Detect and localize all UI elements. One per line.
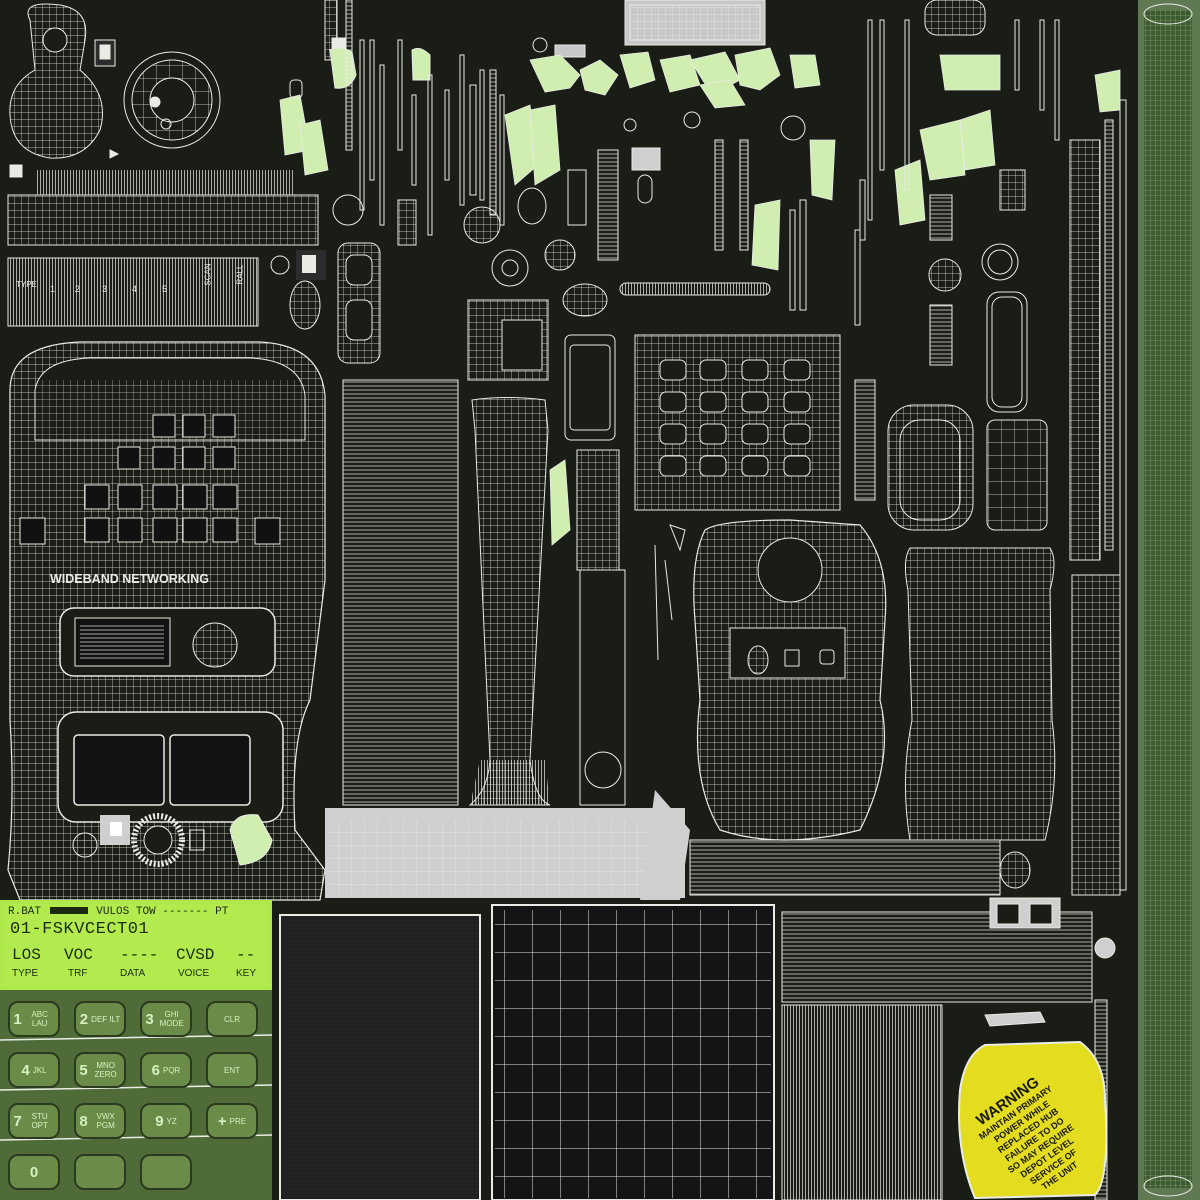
keypad-key-main: 8 <box>79 1112 88 1130</box>
lcd-text: R.BAT VULOS TOW ------- PT 01-FSKVCECT01… <box>8 906 266 986</box>
lcd-row-2: 01-FSKVCECT01 <box>10 920 150 939</box>
lcd-key: KEY <box>236 968 257 979</box>
wideband-networking-label: WIDEBAND NETWORKING <box>50 572 209 586</box>
keypad-key: 8 VWX PGM <box>74 1103 126 1139</box>
lcd-tow: TOW <box>135 906 156 918</box>
keypad-key-main: 2 <box>79 1010 89 1028</box>
keypad-key-sub: MNO ZERO <box>94 1061 117 1079</box>
antenna-strip-panels <box>7 170 326 330</box>
keypad-key: 1 ABC LAU <box>8 1001 60 1037</box>
strip-label: 5 <box>162 284 168 294</box>
lcd-display <box>0 900 272 990</box>
strip-label: SCAN <box>203 263 213 286</box>
lcd-dash2: -- <box>236 946 256 964</box>
keypad-key-main: 4 <box>21 1061 30 1079</box>
keypad-key-main: 6 <box>151 1061 160 1079</box>
green-uv-islands-top <box>279 47 1121 691</box>
antenna-knob-parts <box>9 3 221 178</box>
keypad-key-main: 0 <box>29 1163 39 1181</box>
keypad-key-sub: ABC LAU <box>31 1010 48 1028</box>
warning-text-rotated: WARNING MAINTAIN PRIMARY POWER WHILE REP… <box>950 1057 1117 1200</box>
lcd-voc: VOC <box>64 946 93 964</box>
radio-front-housing: WIDEBAND NETWORKING <box>7 341 326 901</box>
keypad-key-sub: STU OPT <box>31 1112 48 1130</box>
strip-label: TYPE <box>16 280 37 289</box>
keypad-key <box>74 1154 126 1190</box>
back-housing-island <box>654 519 887 841</box>
strip-label: 2 <box>75 284 81 294</box>
keypad-key-sub: YZ <box>166 1116 177 1126</box>
keypad-key-main: 3 <box>145 1010 154 1028</box>
lcd-rbat: R.BAT <box>8 906 42 918</box>
keypad-key-sub: GHI MODE <box>159 1010 184 1028</box>
long-panel-islands <box>325 379 690 900</box>
keypad-key: ENT <box>206 1052 258 1088</box>
lcd-trf: TRF <box>68 968 88 979</box>
keypad-key-sub: VWX PGM <box>96 1112 115 1130</box>
keypad-key-sub: DEF ILT <box>91 1014 121 1024</box>
lcd-cvsd: CVSD <box>176 946 215 964</box>
keypad-key-main: 1 <box>13 1010 22 1028</box>
right-frame-strip <box>1138 0 1200 1200</box>
lcd-voice: VOICE <box>178 968 210 979</box>
strip-label: RALL <box>235 264 245 285</box>
lcd-battery-bar <box>49 907 88 914</box>
lcd-dashes: ------- <box>162 906 209 918</box>
horizontal-line-islands <box>689 839 1116 1200</box>
keypad-key: 0 <box>8 1154 60 1190</box>
battery-housing-islands <box>854 379 1121 896</box>
dark-panel-islands <box>279 904 775 1200</box>
keypad-key-sub: JKL <box>32 1065 47 1075</box>
strip-label: 4 <box>132 284 138 294</box>
keypad-key-main: 5 <box>79 1061 88 1079</box>
keypad-key-sub: PRE <box>229 1116 247 1126</box>
keypad-key: 3 GHI MODE <box>140 1001 192 1037</box>
keypad-key: 7 STU OPT <box>8 1103 60 1139</box>
strip-label: 3 <box>102 284 108 294</box>
keypad-key <box>140 1154 192 1190</box>
small-mechanical-parts <box>289 79 806 441</box>
lcd-dash: ---- <box>120 946 159 964</box>
strip-labels: TYPE 1 2 3 4 5 SCAN RALL <box>12 263 252 300</box>
lcd-los: LOS <box>12 946 41 964</box>
keypad-key: +PRE <box>206 1103 258 1139</box>
keypad-key-main: 7 <box>13 1112 22 1130</box>
keypad-key: 5 MNO ZERO <box>74 1052 126 1088</box>
keypad-key-sub: PQR <box>163 1065 181 1075</box>
lcd-vulos: VULOS <box>96 906 130 918</box>
keypad-key: CLR <box>206 1001 258 1037</box>
strip-label: 1 <box>50 284 56 294</box>
keypad-key-sub: CLR <box>223 1014 240 1024</box>
lcd-type: TYPE <box>12 968 39 979</box>
keypad-housing-island <box>634 334 841 511</box>
warning-text: WARNING MAINTAIN PRIMARY POWER WHILE REP… <box>968 1055 1098 1195</box>
lcd-row-1: R.BAT VULOS TOW ------- PT <box>8 906 228 918</box>
keypad-key-main: 9 <box>155 1112 164 1130</box>
keypad-key-sub: ENT <box>224 1065 240 1075</box>
warning-label <box>958 1040 1108 1200</box>
lcd-pt: PT <box>215 906 229 918</box>
keypad-key-main: + <box>217 1112 227 1130</box>
vertical-strip-islands <box>789 19 1127 891</box>
lcd-data: DATA <box>120 968 146 979</box>
front-button-grid <box>19 414 281 545</box>
top-strip-parts <box>324 0 986 236</box>
